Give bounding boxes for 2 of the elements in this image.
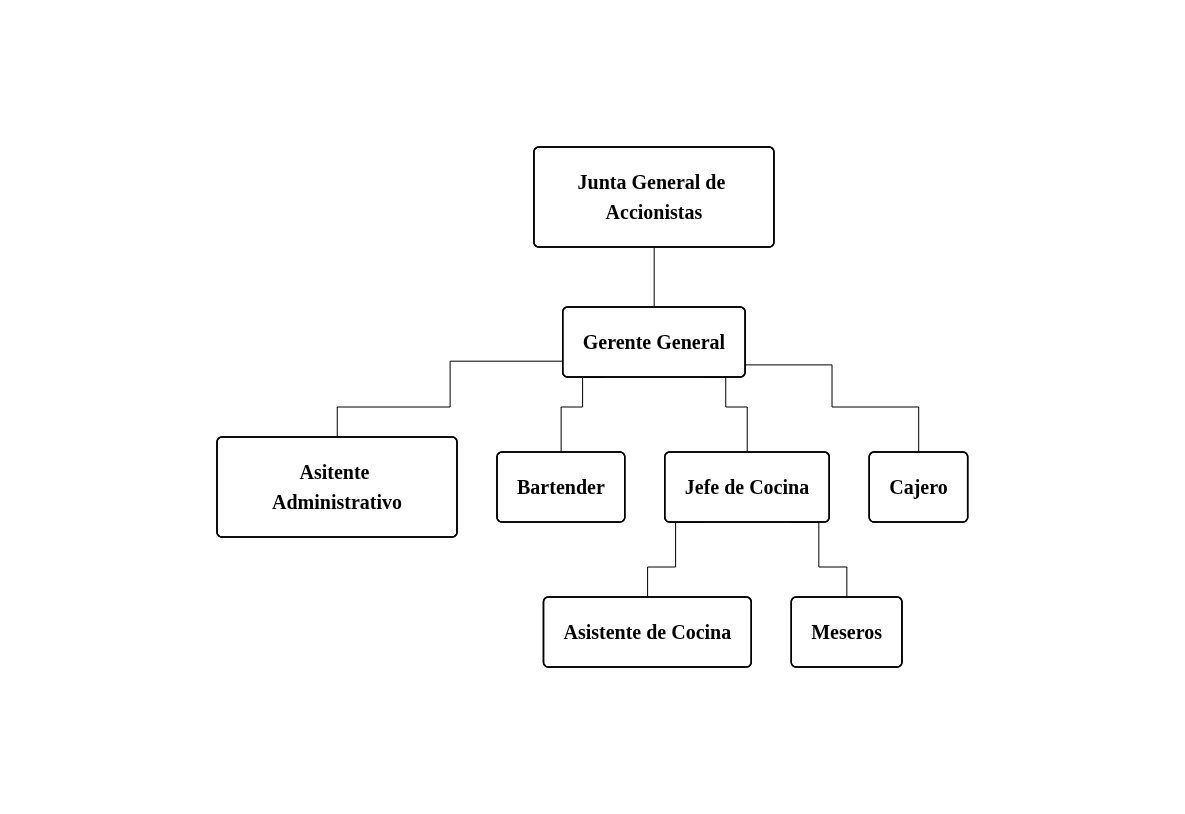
connector xyxy=(653,247,656,308)
connector xyxy=(745,364,920,453)
